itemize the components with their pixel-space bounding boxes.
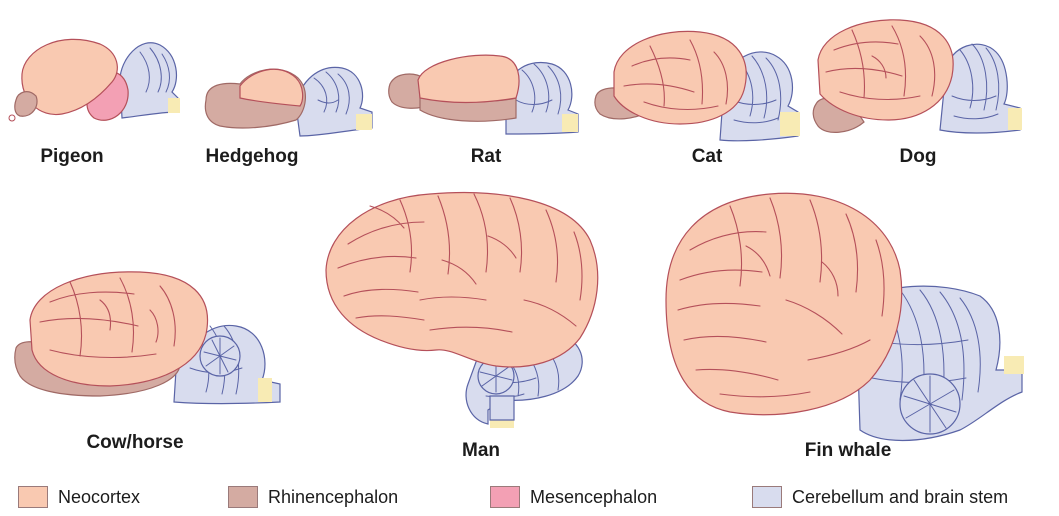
legend-swatch xyxy=(228,486,258,508)
label-dog: Dog xyxy=(900,146,937,168)
legend-label: Rhinencephalon xyxy=(268,487,398,508)
legend-swatch xyxy=(18,486,48,508)
label-cat: Cat xyxy=(692,146,723,168)
legend-label: Neocortex xyxy=(58,487,140,508)
label-rat: Rat xyxy=(471,146,502,168)
legend-cerebellum-brainstem: Cerebellum and brain stem xyxy=(752,486,1008,508)
cow-horse-brain xyxy=(15,272,280,404)
legend-swatch xyxy=(752,486,782,508)
dog-brain xyxy=(813,20,1022,133)
legend-label: Mesencephalon xyxy=(530,487,657,508)
legend-mesencephalon: Mesencephalon xyxy=(490,486,657,508)
pigeon-brain xyxy=(9,39,180,121)
label-hedgehog: Hedgehog xyxy=(206,146,299,168)
label-man: Man xyxy=(462,440,500,462)
legend-label: Cerebellum and brain stem xyxy=(792,487,1008,508)
fin-whale-brain xyxy=(666,193,1024,440)
hedgehog-brain xyxy=(205,67,372,136)
legend-neocortex: Neocortex xyxy=(18,486,140,508)
man-brain xyxy=(326,193,598,428)
legend-swatch xyxy=(490,486,520,508)
legend-rhinencephalon: Rhinencephalon xyxy=(228,486,398,508)
cat-brain xyxy=(595,31,800,140)
label-cow-horse: Cow/horse xyxy=(86,432,183,454)
rat-brain xyxy=(389,55,578,134)
label-pigeon: Pigeon xyxy=(40,146,103,168)
label-fin-whale: Fin whale xyxy=(805,440,892,462)
